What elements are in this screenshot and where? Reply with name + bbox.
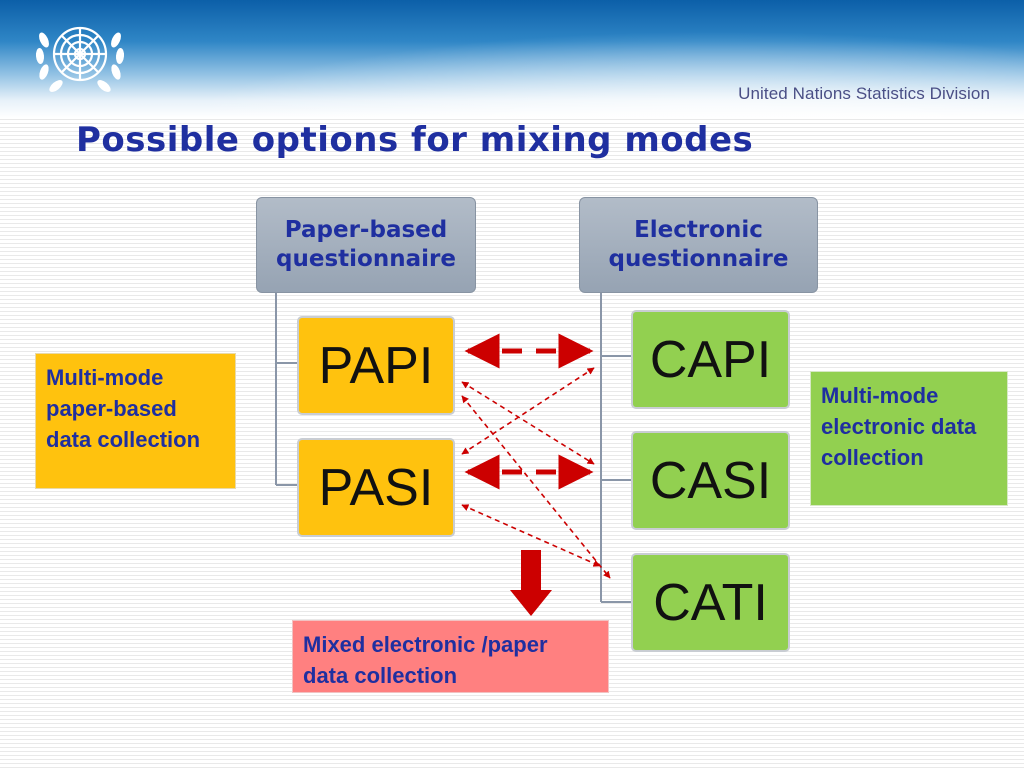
pasi-capi-arrow: [461, 367, 595, 455]
papi-box: PAPI: [297, 316, 455, 415]
un-emblem-icon: [35, 26, 125, 92]
multi-mode-electronic-label: Multi-mode electronic data collection: [810, 371, 1008, 506]
papi-cati-arrow: [461, 395, 611, 579]
pasi-box: PASI: [297, 438, 455, 537]
capi-box: CAPI: [631, 310, 790, 409]
papi-casi-arrow: [461, 381, 595, 465]
page-title: Possible options for mixing modes: [76, 120, 754, 160]
pasi-cati-arrow: [461, 504, 601, 567]
down-arrow: [510, 550, 552, 616]
paper-questionnaire-box: Paper-based questionnaire: [256, 197, 476, 293]
electronic-questionnaire-box: Electronic questionnaire: [579, 197, 818, 293]
mixed-collection-label: Mixed electronic /paper data collection: [292, 620, 609, 693]
header-banner: [0, 0, 1024, 118]
cati-box: CATI: [631, 553, 790, 652]
org-name: United Nations Statistics Division: [738, 84, 990, 103]
electronic-tree-line: [600, 292, 632, 603]
casi-box: CASI: [631, 431, 790, 530]
paper-tree-line: [275, 292, 298, 486]
multi-mode-paper-label: Multi-mode paper-based data collection: [35, 353, 236, 489]
